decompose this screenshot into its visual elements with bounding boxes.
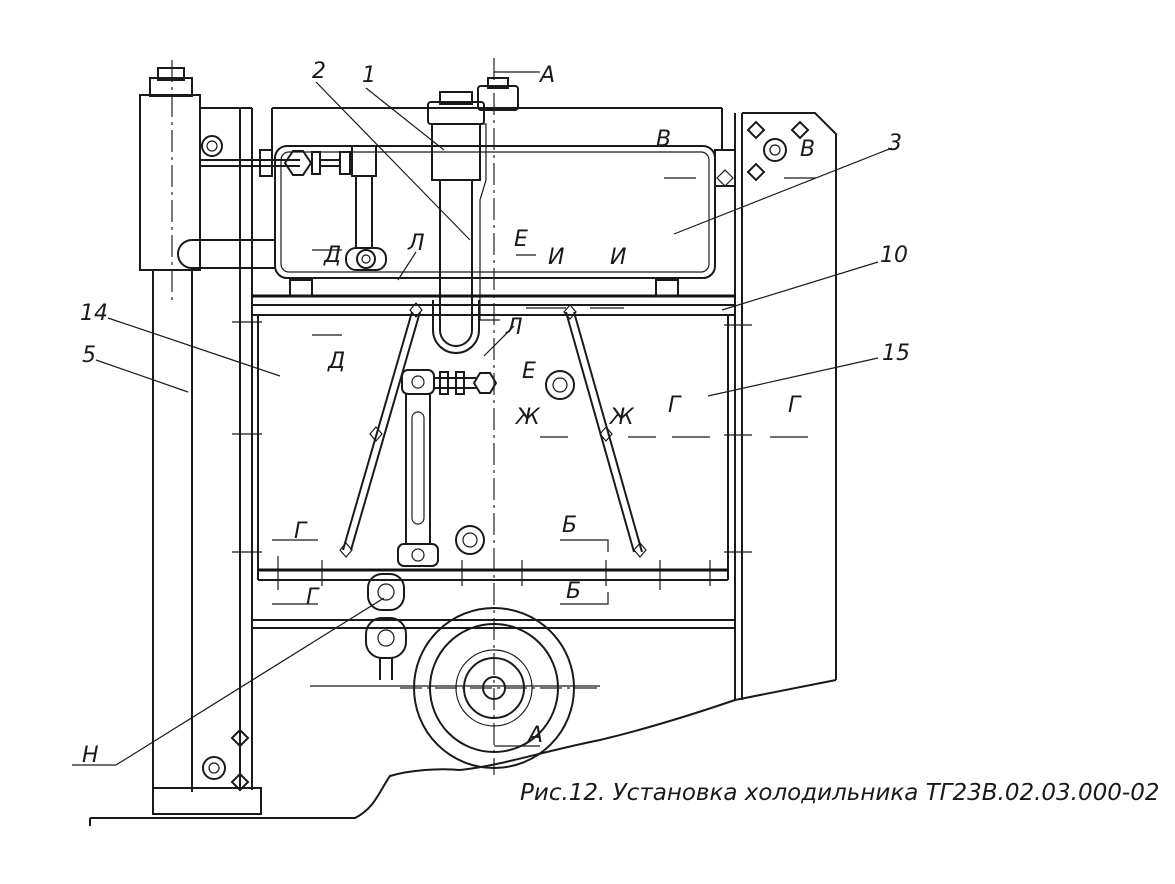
braces xyxy=(339,302,647,558)
label-1: 1 xyxy=(362,63,376,88)
label-e-top: Е xyxy=(514,227,528,252)
section-marks xyxy=(272,71,816,747)
left-side-plate xyxy=(200,107,253,792)
wheel xyxy=(400,607,600,769)
label-a-bottom: А xyxy=(526,723,543,748)
leader-lines xyxy=(72,81,893,766)
label-b-bottom: Б xyxy=(566,579,581,604)
top-frame xyxy=(271,107,723,150)
coupling-h xyxy=(365,573,407,680)
side-pipe xyxy=(177,239,275,269)
lower-beam xyxy=(252,619,735,687)
label-zh-left: Ж xyxy=(514,405,541,430)
label-d-top: Д xyxy=(323,243,341,268)
upper-gauge xyxy=(200,145,387,271)
right-column xyxy=(734,112,837,700)
label-n: Н xyxy=(82,743,99,768)
label-10: 10 xyxy=(880,243,908,268)
label-g-lower-top: Г xyxy=(294,519,308,544)
lower-gauge xyxy=(397,369,498,567)
label-e-bottom: Е xyxy=(522,359,536,384)
labels: 1 2 3 5 10 14 15 Н А А Б Б В В Г Г Г Г Д… xyxy=(80,59,910,768)
label-15: 15 xyxy=(882,341,910,366)
label-3: 3 xyxy=(888,131,902,156)
figure-caption: Рис.12. Установка холодильника ТГ23В.02.… xyxy=(520,780,1159,806)
label-b-top: Б xyxy=(562,513,577,538)
ground-line xyxy=(89,679,837,826)
label-g-right: Г xyxy=(788,393,802,418)
label-l-bottom: Л xyxy=(505,315,523,340)
label-g-lower-bottom: Г xyxy=(306,585,320,610)
label-a-top: А xyxy=(538,63,555,88)
label-g-left: Г xyxy=(668,393,682,418)
label-d-bottom: Д xyxy=(327,349,345,374)
label-14: 14 xyxy=(80,301,108,326)
label-v-left: В xyxy=(656,127,671,152)
label-5: 5 xyxy=(82,343,96,368)
label-l-top: Л xyxy=(407,231,425,256)
nuts xyxy=(455,370,575,555)
upper-shelf xyxy=(252,279,735,316)
label-i-right: И xyxy=(610,245,626,270)
tank xyxy=(274,145,736,279)
label-v-right: В xyxy=(800,137,815,162)
bottom-bolts xyxy=(277,556,711,590)
label-zh-right: Ж xyxy=(608,405,635,430)
label-i-left: И xyxy=(548,245,564,270)
left-column xyxy=(139,60,262,815)
label-2: 2 xyxy=(312,59,326,84)
inner-frame xyxy=(232,315,752,581)
